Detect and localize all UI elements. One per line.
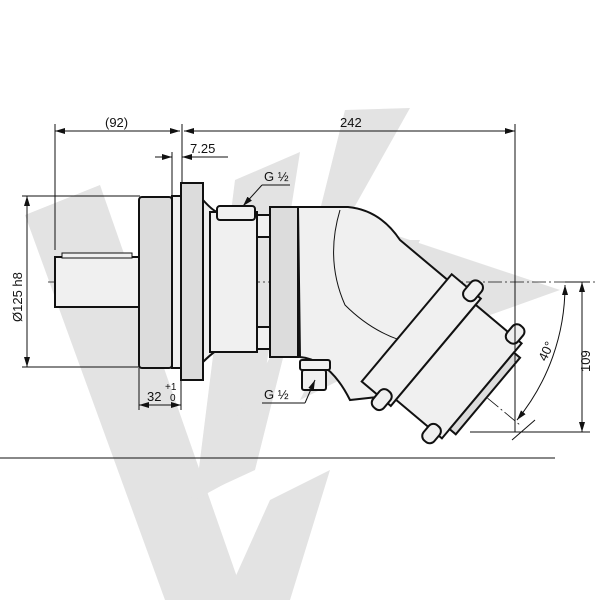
dimension-labels: (92) 242 7.25 G ½ G ½ Ø125 h8 32 +1 0 40… (10, 115, 593, 404)
dim-pilot-tol-lower: 0 (170, 393, 176, 404)
dim-flange-offset: 7.25 (190, 141, 215, 156)
dim-pilot-depth: 32 (147, 389, 161, 404)
dim-offset-height: 109 (578, 350, 593, 372)
pilot-ring (138, 196, 173, 369)
dim-shaft-length: (92) (105, 115, 128, 130)
dim-overall-length: 242 (340, 115, 362, 130)
port-head (360, 272, 526, 445)
dim-bent-angle: 40° (535, 339, 557, 363)
mounting-flange (180, 182, 204, 381)
port-boss-top (216, 205, 256, 221)
shaft-key (61, 252, 133, 259)
port-boss-bottom (299, 359, 331, 371)
dimension-lines (0, 124, 590, 459)
output-shaft (54, 256, 140, 308)
motor-body (54, 182, 526, 445)
dim-pilot-diameter: Ø125 h8 (10, 272, 25, 322)
dim-port-bottom: G ½ (264, 387, 289, 402)
dim-pilot-tol-upper: +1 (165, 382, 177, 393)
dim-port-top: G ½ (264, 169, 289, 184)
